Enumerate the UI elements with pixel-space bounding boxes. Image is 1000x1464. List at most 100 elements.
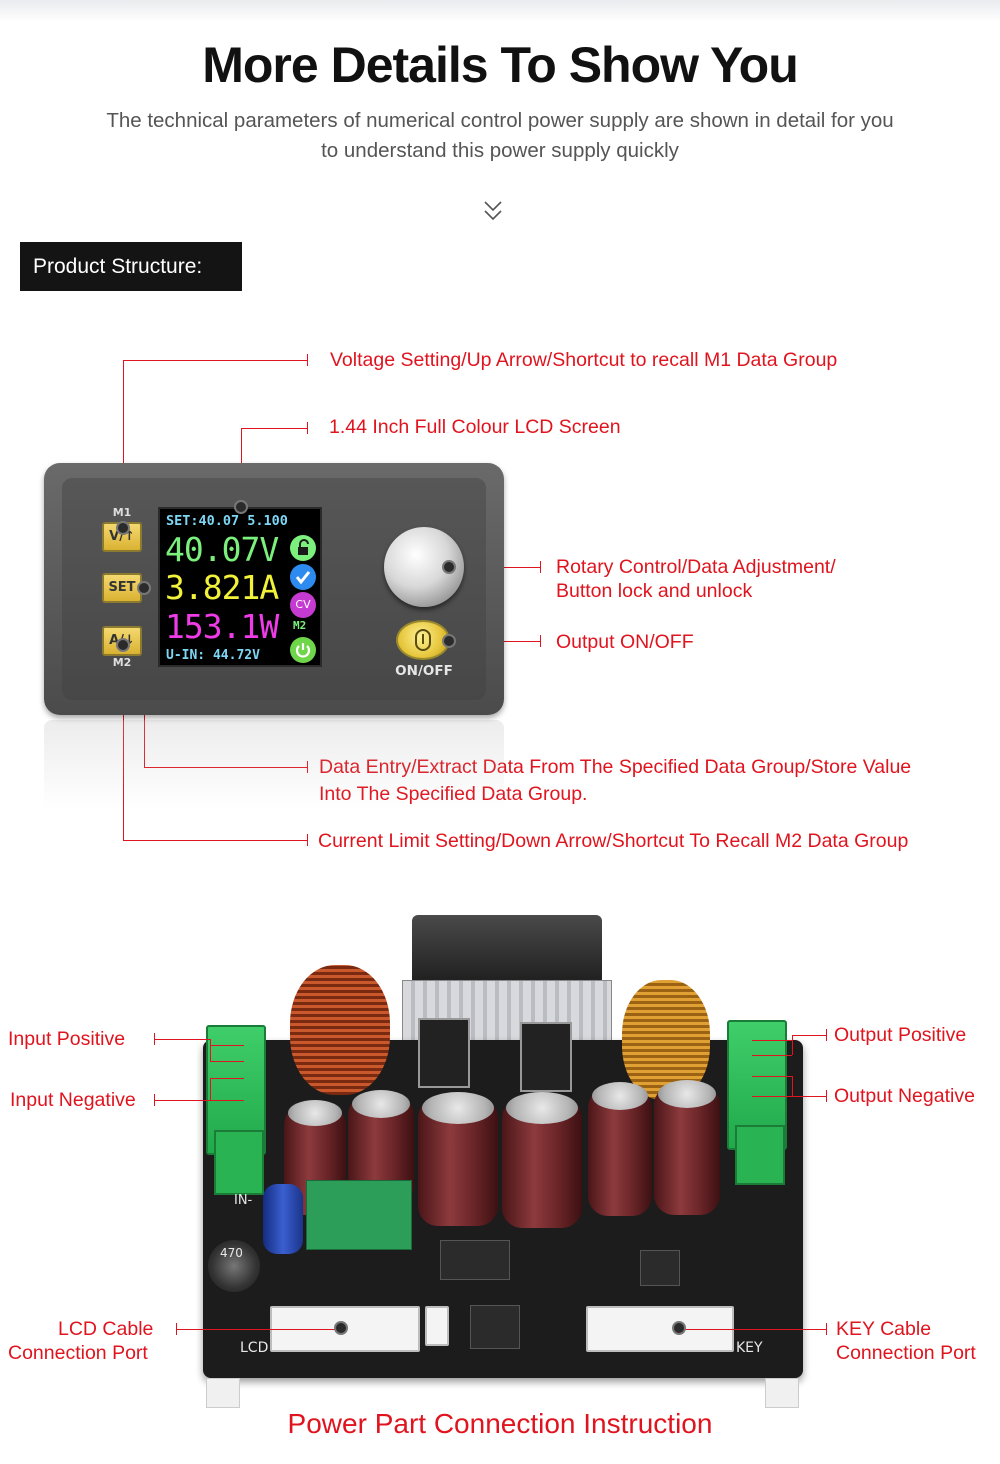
callout-dot-set	[137, 581, 151, 595]
callout-lcd-port-line2: Connection Port	[8, 1342, 148, 1364]
silk-key-label: KEY	[736, 1340, 763, 1356]
page-title: More Details To Show You	[202, 37, 799, 93]
callout-voltage-setting: Voltage Setting/Up Arrow/Shortcut to rec…	[330, 349, 838, 371]
lcd-input-voltage: U-IN: 44.72V	[166, 648, 260, 663]
standoff-left	[206, 1378, 240, 1408]
callout-output-negative: Output Negative	[834, 1085, 975, 1107]
callout-dot-lcd	[234, 500, 248, 514]
capacitor-4-top	[506, 1092, 578, 1124]
callout-input-positive: Input Positive	[8, 1028, 126, 1050]
line-lcd-port	[176, 1329, 342, 1330]
callout-tick-voltage	[307, 354, 308, 366]
check-icon	[290, 564, 316, 590]
top-gradient-strip	[0, 0, 1000, 22]
line-input-negative	[154, 1100, 210, 1101]
double-chevron-down-icon	[484, 201, 502, 221]
m1-label: M1	[112, 506, 132, 519]
cooling-fan	[412, 915, 602, 985]
capacitor-1-top	[288, 1100, 342, 1126]
callout-data-entry-line2: Into The Specified Data Group.	[319, 783, 588, 805]
callout-line-voltage	[123, 360, 307, 361]
callout-rotary-line2: Button lock and unlock	[556, 580, 753, 602]
input-terminal-base	[214, 1130, 264, 1195]
callout-line-current-limit	[123, 840, 307, 841]
callout-key-port-line2: Connection Port	[836, 1342, 976, 1364]
current-down-key[interactable]: A/↓	[102, 626, 142, 656]
callout-dot-voltage	[116, 521, 130, 535]
bracket-input-negative-top	[210, 1078, 244, 1079]
set-key[interactable]: SET	[102, 573, 142, 603]
bracket-input-negative	[210, 1078, 211, 1100]
daughter-board	[306, 1180, 412, 1250]
lcd-current: 3.821A	[165, 568, 279, 607]
bracket-output-positive	[792, 1035, 793, 1055]
callout-output-positive: Output Positive	[834, 1024, 967, 1046]
callout-dot-lcd-port	[334, 1321, 348, 1335]
lcd-set-line: SET:40.07 5.100	[166, 513, 288, 529]
m2-label: M2	[112, 656, 132, 669]
capacitor-6-top	[658, 1080, 716, 1108]
callout-input-negative: Input Negative	[10, 1089, 136, 1111]
page-subtitle: The technical parameters of numerical co…	[106, 109, 894, 162]
callout-tick-data-entry	[307, 761, 308, 773]
panel-reflection	[44, 720, 504, 810]
callout-dot-key-port	[672, 1321, 686, 1335]
inductor-marking: 470	[220, 1246, 243, 1260]
capacitor-2-top	[352, 1090, 410, 1118]
tick-output-negative	[826, 1090, 827, 1102]
lcd-screen: SET:40.07 5.100 40.07V 3.821A 153.1W CV …	[158, 507, 322, 667]
opamp-chip	[640, 1250, 680, 1286]
silk-lcd-label: LCD	[240, 1340, 269, 1356]
callout-line-data-entry	[144, 767, 307, 768]
blue-capacitor	[263, 1184, 303, 1254]
bracket-input-positive-top	[210, 1045, 244, 1046]
main-mcu-chip	[470, 1305, 520, 1349]
small-jst-port[interactable]	[425, 1306, 449, 1346]
line-input-positive	[154, 1039, 210, 1040]
capacitor-3-top	[422, 1092, 494, 1124]
tick-output-positive	[826, 1029, 827, 1041]
callout-dot-current	[116, 638, 130, 652]
tick-key-port	[826, 1323, 827, 1335]
callout-line-lcd	[241, 428, 307, 429]
lcd-power: 153.1W	[165, 607, 279, 646]
lcd-voltage: 40.07V	[165, 530, 279, 569]
section-label: Product Structure:	[20, 242, 242, 291]
line-key-port	[680, 1329, 826, 1330]
lcd-mode: M2	[293, 619, 307, 632]
callout-key-port-line1: KEY Cable	[836, 1318, 932, 1340]
line-output-negative	[792, 1096, 826, 1097]
smd-inductor	[208, 1240, 260, 1292]
callout-data-entry-line1: Data Entry/Extract Data From The Specifi…	[319, 756, 912, 778]
bracket-output-positive-top	[752, 1040, 792, 1041]
output-terminal-base	[735, 1125, 785, 1185]
bracket-input-negative-bottom	[210, 1100, 244, 1101]
bracket-output-negative-bottom	[752, 1096, 792, 1097]
bracket-output-negative-top	[752, 1076, 792, 1077]
callout-output-onoff: Output ON/OFF	[556, 631, 694, 653]
bracket-output-positive-bottom	[752, 1055, 792, 1056]
capacitor-5-top	[592, 1082, 648, 1110]
board-section-title: Power Part Connection Instruction	[287, 1408, 713, 1439]
callout-leader-current-limit	[123, 645, 124, 840]
callout-rotary-line1: Rotary Control/Data Adjustment/	[556, 556, 836, 578]
mosfet-left	[418, 1018, 470, 1088]
silk-in-label: IN-	[234, 1193, 253, 1208]
onoff-button[interactable]	[396, 620, 450, 660]
callout-tick-onoff	[540, 635, 541, 647]
callout-lcd-port-line1: LCD Cable	[58, 1318, 154, 1340]
bracket-output-negative	[792, 1076, 793, 1096]
callout-dot-onoff	[442, 634, 456, 648]
bracket-input-positive-bottom	[210, 1061, 244, 1062]
callout-tick-rotary	[540, 561, 541, 573]
callout-lcd-screen: 1.44 Inch Full Colour LCD Screen	[329, 416, 621, 438]
line-output-positive	[792, 1035, 826, 1036]
control-chip	[440, 1240, 510, 1280]
onoff-label: ON/OFF	[395, 663, 453, 679]
callout-dot-rotary	[442, 560, 456, 574]
callout-leader-voltage	[123, 360, 124, 528]
power-icon	[290, 637, 316, 663]
toroid-coil-left	[290, 965, 390, 1095]
mosfet-right	[520, 1022, 572, 1092]
cv-badge: CV	[290, 592, 316, 618]
